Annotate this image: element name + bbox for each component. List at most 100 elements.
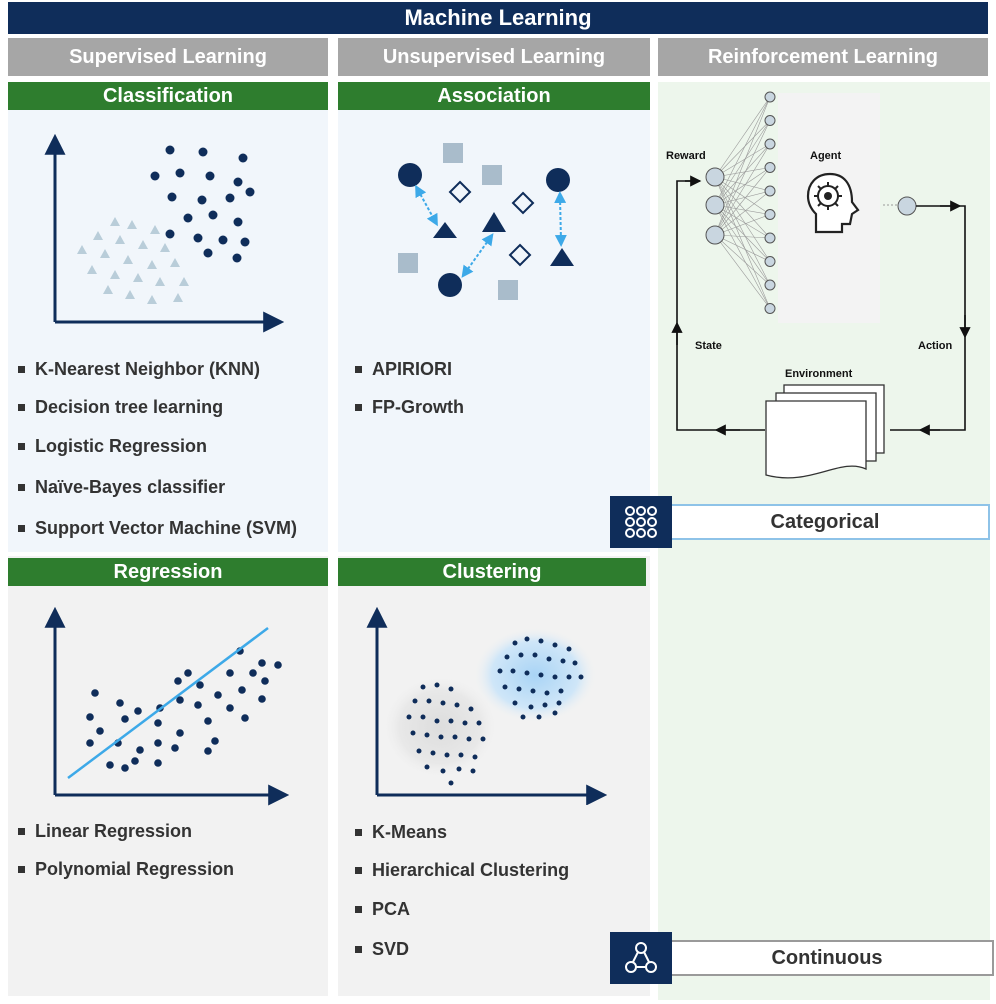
input-node <box>705 195 725 215</box>
regression-point <box>194 701 202 709</box>
regression-point <box>226 704 234 712</box>
cluster-point <box>518 652 524 658</box>
class-b-point <box>103 285 113 294</box>
grid-dots-icon <box>625 506 657 538</box>
cluster-point <box>424 732 430 738</box>
network-edge <box>714 234 771 262</box>
network-edge <box>714 204 771 239</box>
network-edge <box>714 234 771 309</box>
cluster-point <box>566 674 572 680</box>
cluster-point <box>424 764 430 770</box>
state-label: State <box>695 340 722 352</box>
regression-point <box>204 747 212 755</box>
regression-point <box>86 739 94 747</box>
cluster-point <box>566 646 572 652</box>
clustering-list: K-Means Hierarchical Clustering PCA SVD <box>355 813 569 969</box>
regression-point <box>121 715 129 723</box>
network-node <box>764 232 776 244</box>
cluster-point <box>538 672 544 678</box>
continuous-badge <box>610 932 672 984</box>
network-node <box>764 185 776 197</box>
continuous-label: Continuous <box>660 940 994 976</box>
column-header-unsupervised: Unsupervised Learning <box>338 38 650 76</box>
class-b-point <box>160 243 170 252</box>
regression-list: Linear Regression Polynomial Regression <box>18 812 234 888</box>
cluster-point <box>410 730 416 736</box>
cluster-point <box>456 766 462 772</box>
network-edge <box>714 204 771 286</box>
cluster-point <box>512 640 518 646</box>
class-a-point <box>150 171 160 181</box>
class-a-point <box>193 233 203 243</box>
cluster-point <box>440 768 446 774</box>
list-item: Support Vector Machine (SVM) <box>18 508 297 548</box>
class-b-point <box>173 293 183 302</box>
network-edge <box>714 143 771 206</box>
network-edge <box>714 204 771 309</box>
list-item: Decision tree learning <box>18 388 297 426</box>
clustering-panel <box>338 556 650 996</box>
regression-point <box>226 669 234 677</box>
cluster-point <box>426 698 432 704</box>
classification-illustration <box>44 133 285 333</box>
list-item: Naïve-Bayes classifier <box>18 466 297 508</box>
action-label: Action <box>918 340 953 352</box>
cluster-point <box>546 656 552 662</box>
list-item: K-Means <box>355 813 569 851</box>
association-list: APIRIORI FP-Growth <box>355 350 464 426</box>
environment-label: Environment <box>785 368 853 380</box>
class-b-point <box>127 220 137 229</box>
network-edge <box>714 204 771 262</box>
regression-point <box>274 661 282 669</box>
class-a-point <box>232 253 242 263</box>
network-edge <box>714 190 771 236</box>
network-edge <box>714 96 771 206</box>
cluster-point <box>434 718 440 724</box>
input-node <box>705 225 725 245</box>
network-node <box>764 279 776 291</box>
regression-point <box>184 669 192 677</box>
class-b-point <box>147 295 157 304</box>
cluster-point <box>552 674 558 680</box>
network-edge <box>714 96 771 178</box>
cluster-point <box>420 714 426 720</box>
cluster-point <box>536 714 542 720</box>
cluster-point <box>560 658 566 664</box>
cluster-point <box>512 700 518 706</box>
cluster-point <box>542 702 548 708</box>
class-b-point <box>110 217 120 226</box>
regression-point <box>136 746 144 754</box>
cluster-point <box>578 674 584 680</box>
cluster-point <box>504 654 510 660</box>
list-item: APIRIORI <box>355 350 464 388</box>
cluster-point <box>448 686 454 692</box>
association-panel <box>338 82 650 552</box>
regression-point <box>131 757 139 765</box>
list-item: K-Nearest Neighbor (KNN) <box>18 350 297 388</box>
cluster-point <box>454 702 460 708</box>
cluster-point <box>444 752 450 758</box>
network-edge <box>714 167 771 206</box>
class-a-point <box>167 192 177 202</box>
network-node <box>764 115 776 126</box>
clustering-header: Clustering <box>338 558 646 586</box>
class-b-point <box>87 265 97 274</box>
network-edge <box>714 167 771 236</box>
class-b-point <box>155 277 165 286</box>
cluster-point <box>448 718 454 724</box>
nodes-tree-icon <box>625 942 657 973</box>
regression-panel <box>8 556 328 996</box>
regression-point <box>134 707 142 715</box>
network-node <box>764 162 776 173</box>
cluster-point <box>552 642 558 648</box>
cluster-point <box>538 638 544 644</box>
cluster-point <box>434 682 440 688</box>
network-edge <box>714 120 771 236</box>
categorical-badge <box>610 496 672 548</box>
class-a-point <box>225 193 235 203</box>
cluster-point <box>406 714 412 720</box>
cluster-point <box>468 706 474 712</box>
class-a-point <box>197 195 207 205</box>
cluster-point <box>524 670 530 676</box>
regression-point <box>86 713 94 721</box>
